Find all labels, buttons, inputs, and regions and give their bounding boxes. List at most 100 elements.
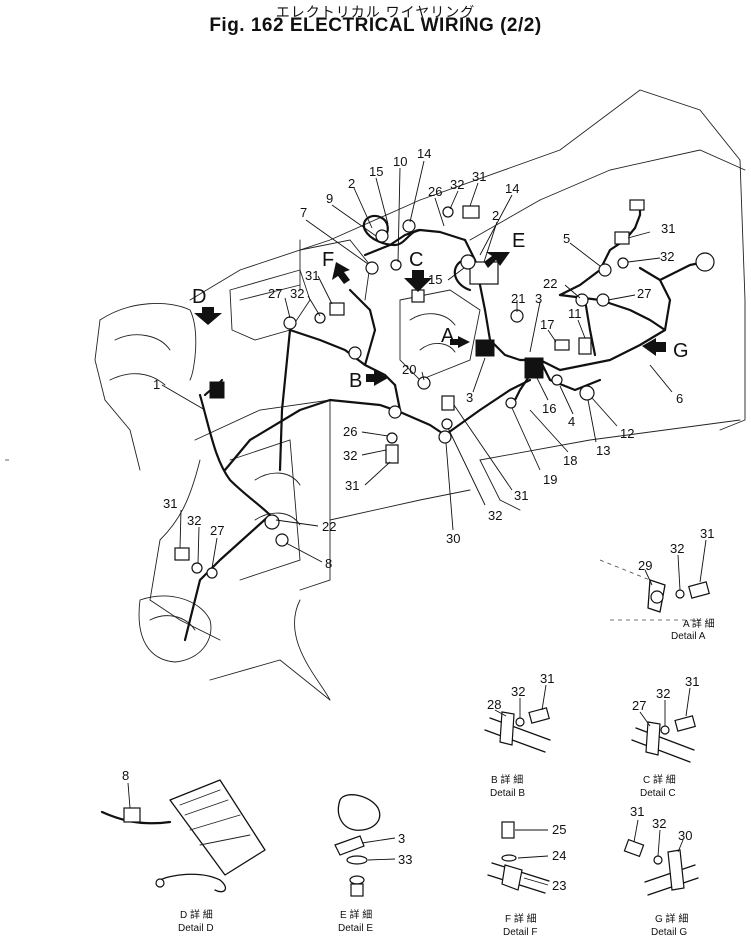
detail-e-kanji: E 詳 細 <box>340 908 372 921</box>
callout: 26 <box>343 424 357 439</box>
callout: 7 <box>300 205 307 220</box>
callout: 31 <box>472 169 486 184</box>
callout: 32 <box>290 286 304 301</box>
detail-e-label: Detail E <box>338 923 373 934</box>
detail-d-kanji: D 詳 細 <box>180 908 213 921</box>
washer-32-lower <box>191 562 203 574</box>
bolt-31-right <box>614 231 630 245</box>
callout: 20 <box>402 362 416 377</box>
bolt-11 <box>578 337 592 355</box>
callout: 19 <box>543 472 557 487</box>
callout: 4 <box>568 414 575 429</box>
callout: 31 <box>685 674 699 689</box>
detail-c: 27 32 31 C 詳 細 Detail C <box>631 674 699 799</box>
callout: 8 <box>122 768 129 783</box>
connector-1 <box>209 381 225 399</box>
components <box>174 199 715 579</box>
callout: 13 <box>596 443 610 458</box>
callout: 17 <box>540 317 554 332</box>
callout: 31 <box>540 671 554 686</box>
detail-d: 8 D 詳 細 Detail D <box>100 768 266 934</box>
callout: 3 <box>398 831 405 846</box>
detail-d-label: Detail D <box>178 923 214 934</box>
callout: 28 <box>487 697 501 712</box>
arrow-a <box>450 336 470 348</box>
callout: 18 <box>563 453 577 468</box>
callout: 31 <box>700 526 714 541</box>
clamp-7 <box>365 261 379 275</box>
detail-g-kanji: G 詳 細 <box>655 912 688 925</box>
callout: 15 <box>369 164 383 179</box>
callout: 11 <box>568 306 582 321</box>
washer-32-right <box>617 257 629 269</box>
detail-b: 28 32 31 B 詳 細 Detail B <box>484 671 554 799</box>
callout: 32 <box>670 541 684 556</box>
washer-32-left <box>314 312 326 324</box>
clamp-5 <box>598 263 612 277</box>
callout: 3 <box>466 390 473 405</box>
arrow-e <box>484 252 510 268</box>
callout: 31 <box>305 268 319 283</box>
callout: 10 <box>393 154 407 169</box>
clamp-20 <box>417 376 431 390</box>
detail-g: 31 32 30 G 詳 細 Detail G <box>623 804 699 938</box>
callout: 15 <box>428 272 442 287</box>
callout: 31 <box>163 496 177 511</box>
callout-labels: 14 10 15 2 9 26 32 31 14 7 2 E C F 15 31… <box>153 146 689 571</box>
callout: 32 <box>187 513 201 528</box>
callout: 31 <box>661 221 675 236</box>
callout: F <box>322 249 334 271</box>
grommet-9 <box>375 229 389 243</box>
detail-f-kanji: F 詳 細 <box>505 912 537 925</box>
callout: 32 <box>656 686 670 701</box>
bolt-31-top <box>462 205 480 219</box>
detail-c-label: Detail C <box>640 788 676 799</box>
detail-a-kanji: A 詳 細 <box>683 617 715 630</box>
callout: 32 <box>343 448 357 463</box>
bolt-31-center <box>385 444 399 464</box>
callout: 14 <box>505 181 519 196</box>
callout: 21 <box>511 291 525 306</box>
bolt-31-lower <box>174 547 190 561</box>
detail-g-label: Detail G <box>651 927 687 938</box>
connector-8 <box>275 533 289 547</box>
callout: 27 <box>632 698 646 713</box>
washer-32-center <box>386 432 398 444</box>
callout: 24 <box>552 848 566 863</box>
clamp-14 <box>402 219 416 233</box>
callout: 31 <box>345 478 359 493</box>
callout: 5 <box>563 231 570 246</box>
relay-a <box>475 339 495 357</box>
washer-32-top <box>442 206 454 218</box>
callout: 12 <box>620 426 634 441</box>
figure-title: Fig. 162 ELECTRICAL WIRING (2/2) <box>209 15 542 36</box>
callout: 25 <box>552 822 566 837</box>
detail-b-label: Detail B <box>490 788 525 799</box>
callout: 27 <box>637 286 651 301</box>
washer-19 <box>505 397 517 409</box>
detail-a: 29 32 31 A 詳 細 Detail A <box>638 526 715 642</box>
clamp-15 <box>460 254 476 270</box>
arrow-d <box>194 307 222 325</box>
callout: C <box>409 249 423 271</box>
detail-f-label: Detail F <box>503 927 537 938</box>
callout: 30 <box>446 531 460 546</box>
washer-32-mid <box>441 418 453 430</box>
callout: 2 <box>348 176 355 191</box>
callout: 23 <box>552 878 566 893</box>
callout: 32 <box>450 177 464 192</box>
callout: 32 <box>652 816 666 831</box>
arrow-f <box>332 262 350 284</box>
callout: 1 <box>153 377 160 392</box>
callout: 31 <box>514 488 528 503</box>
callout: D <box>192 286 206 308</box>
clamp-b <box>348 346 362 360</box>
callout: 3 <box>535 291 542 306</box>
callout: 32 <box>511 684 525 699</box>
machine-outline <box>5 89 746 701</box>
callout: 32 <box>660 249 674 264</box>
clamp-27-lower <box>206 567 218 579</box>
arrow-c <box>404 270 432 292</box>
relay-16 <box>524 357 544 379</box>
